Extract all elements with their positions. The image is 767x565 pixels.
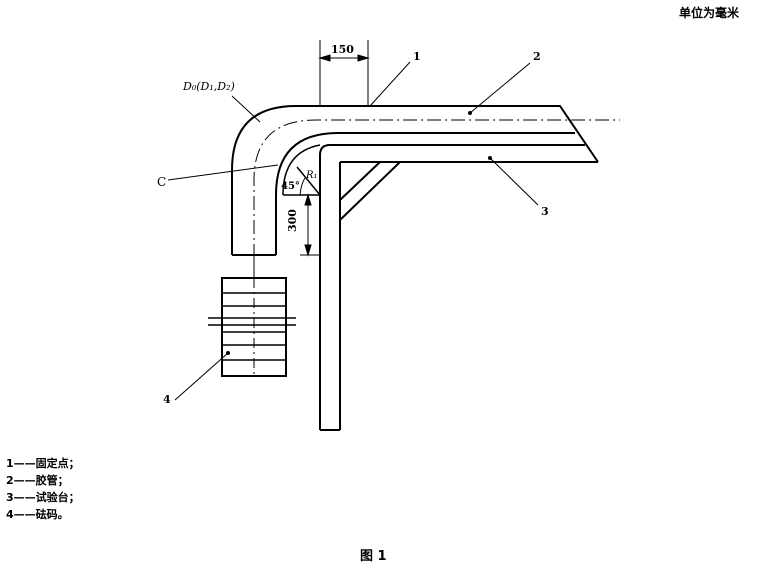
legend-item: 2——胶管； bbox=[6, 474, 69, 487]
hose-bend-test-diagram: 150 300 D₀(D₁,D₂) R₁ 45° C 1 2 3 4 bbox=[157, 40, 620, 431]
figure-caption: 图 1 bbox=[360, 549, 387, 564]
hose bbox=[231, 105, 620, 278]
point-c-label: C bbox=[157, 175, 166, 189]
callout-1: 1 bbox=[413, 50, 421, 63]
legend-item: 4——砝码。 bbox=[6, 508, 69, 521]
dim-150-label: 150 bbox=[331, 43, 354, 56]
legend-item: 1——固定点； bbox=[6, 457, 80, 470]
dimension-300 bbox=[300, 193, 320, 257]
hose-diameter-label: D₀(D₁,D₂) bbox=[182, 80, 235, 93]
leader-dots bbox=[226, 111, 492, 355]
callout-3: 3 bbox=[541, 205, 549, 218]
radius-label: R₁ bbox=[305, 170, 318, 181]
weight bbox=[208, 277, 296, 377]
legend: 1——固定点； 2——胶管； 3——试验台； 4——砝码。 bbox=[6, 455, 80, 523]
callout-2: 2 bbox=[533, 50, 541, 63]
unit-note: 单位为毫米 bbox=[679, 6, 740, 20]
leader-lines bbox=[167, 61, 539, 401]
dim-300-label: 300 bbox=[286, 209, 299, 232]
test-bench bbox=[319, 144, 598, 431]
legend-item: 3——试验台； bbox=[6, 491, 80, 504]
dimension-150 bbox=[318, 40, 370, 106]
angle-label: 45° bbox=[281, 181, 300, 192]
callout-4: 4 bbox=[163, 393, 171, 406]
